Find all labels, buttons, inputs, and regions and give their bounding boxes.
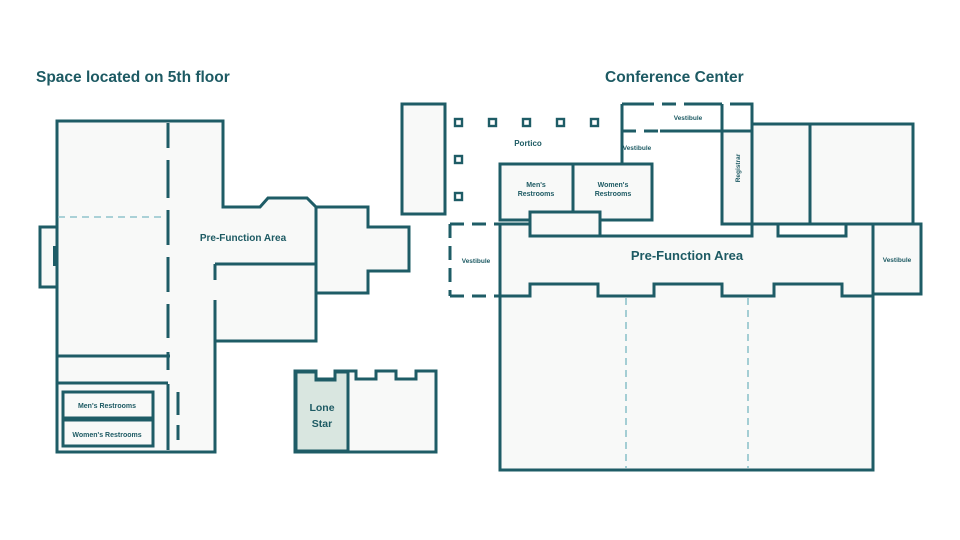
lone-star-block: Lone Star (293, 369, 438, 454)
pillar (521, 117, 532, 128)
lone-star-label-line1: Lone (309, 402, 334, 414)
portico-column-block (400, 102, 447, 216)
pillar (589, 117, 600, 128)
lone-star-room[interactable] (294, 370, 350, 453)
left-mens-restroom (61, 390, 155, 420)
cc-prefunction-label: Pre-Function Area (631, 248, 744, 263)
right-vestibule (871, 222, 923, 296)
portico-label: Portico (514, 139, 542, 148)
cc-womens-label-line2: Restrooms (595, 191, 632, 198)
pillar (555, 117, 566, 128)
conference-center-plan: Conference Center (400, 69, 923, 472)
left-vestibule-dashed (448, 222, 500, 298)
east-room-block (750, 122, 915, 226)
fifth-floor-title: Space located on 5th floor (36, 69, 230, 86)
cc-mens-label-line1: Men's (526, 182, 546, 189)
ballroom (498, 282, 875, 472)
left-womens-label: Women's Restrooms (72, 432, 141, 439)
pillar (487, 117, 498, 128)
conference-center-title: Conference Center (605, 69, 744, 86)
fifth-floor-plan: Space located on 5th floor Pre-Function … (36, 69, 411, 454)
corridor-notch (528, 212, 600, 238)
left-prefunction-label: Pre-Function Area (200, 233, 287, 244)
pillar (453, 191, 464, 202)
vestibule-left-label: Vestibule (462, 258, 491, 265)
cc-mens-label-line2: Restrooms (518, 191, 555, 198)
top-vestibule-walls (620, 102, 754, 164)
registrar-room (720, 129, 754, 226)
pillar (453, 154, 464, 165)
registrar-label: Registrar (735, 153, 742, 182)
vestibule-top-label: Vestibule (674, 115, 703, 122)
cc-womens-label-line1: Women's (598, 182, 629, 189)
pillar (453, 117, 464, 128)
left-mens-label: Men's Restrooms (78, 403, 136, 410)
vestibule-right-label: Vestibule (883, 257, 912, 264)
lone-star-label-line2: Star (312, 418, 332, 430)
vestibule-portico-label: Vestibule (623, 145, 652, 152)
left-womens-restroom (61, 418, 155, 448)
